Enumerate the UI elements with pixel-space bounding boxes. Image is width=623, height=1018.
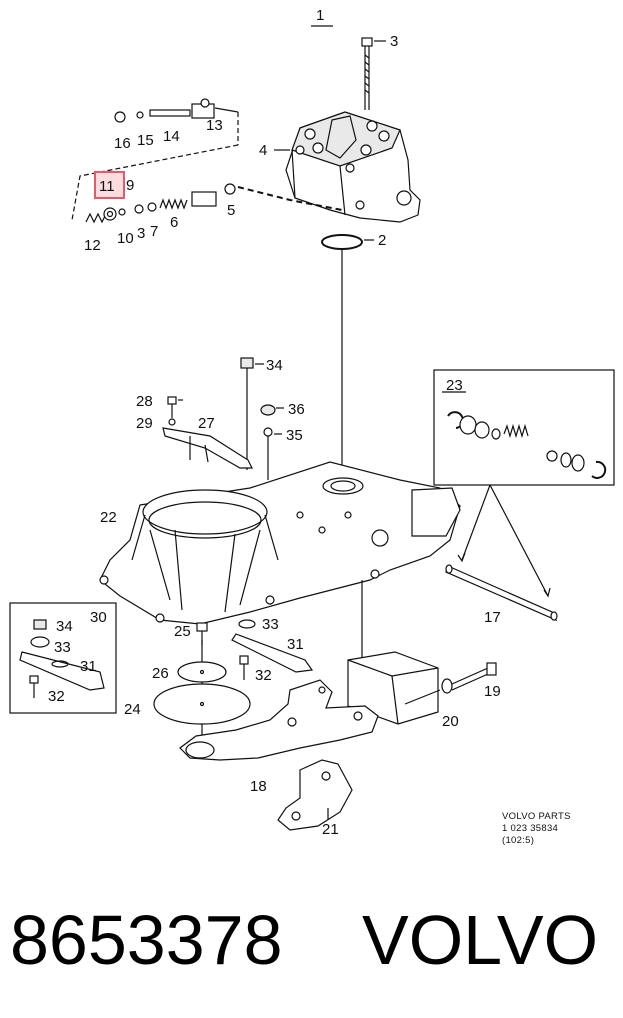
rod-22-drawing — [445, 564, 558, 622]
callout-32b: 32 — [48, 688, 65, 705]
block-20-bolt-19-drawing — [347, 651, 497, 725]
stamp-line-3: (102:5) — [502, 835, 534, 846]
callout-34b: 34 — [56, 618, 73, 635]
callout-28: 28 — [136, 393, 153, 410]
callout-35: 35 — [286, 427, 303, 444]
valve-assembly-upper-drawing — [114, 98, 239, 145]
throttle-lever-18-drawing — [179, 679, 379, 761]
stamp-line-1: VOLVO PARTS — [502, 811, 571, 822]
callout-22: 17 — [484, 609, 501, 626]
regulator-housing-4-drawing — [285, 111, 421, 223]
part-number-caption: 8653378 — [10, 901, 283, 979]
callout-13: 13 — [206, 117, 223, 134]
callout-15: 15 — [137, 132, 154, 149]
callout-10: 10 — [117, 230, 134, 247]
callout-33b: 33 — [54, 639, 71, 656]
callout-2: 2 — [378, 232, 386, 249]
callout-9: 9 — [126, 177, 134, 194]
throttle-body-17-drawing — [99, 461, 461, 625]
o-ring-2-drawing — [321, 234, 363, 250]
valve-assembly-lower-drawing — [85, 183, 236, 224]
callout-4: 4 — [259, 142, 267, 159]
callout-34: 34 — [266, 357, 283, 374]
callout-18: 18 — [250, 778, 267, 795]
callout-33: 33 — [262, 616, 279, 633]
callout-14: 14 — [163, 128, 180, 145]
bracket-31-drawing — [231, 619, 314, 680]
callout-20: 20 — [442, 713, 459, 730]
callout-29: 29 — [136, 415, 153, 432]
nut-34-drawing — [240, 357, 264, 470]
callout-26: 26 — [152, 665, 169, 682]
callout-19: 19 — [484, 683, 501, 700]
bracket-21-drawing — [277, 759, 353, 831]
callout-31: 31 — [287, 636, 304, 653]
group-label: 1 — [316, 7, 324, 24]
callout-30: 30 — [90, 609, 107, 626]
grommet-36-screw-35-drawing — [260, 404, 284, 480]
callout-6: 6 — [170, 214, 178, 231]
throttle-plate-24-26-drawing — [153, 622, 251, 725]
callout-24: 24 — [124, 701, 141, 718]
parts-exploded-diagram: 1 3 4 2 1 — [9, 7, 615, 846]
callout-27: 27 — [198, 415, 215, 432]
inset-23-drawing — [433, 369, 615, 598]
callout-36: 36 — [288, 401, 305, 418]
callout-32: 32 — [255, 667, 272, 684]
callout-12: 12 — [84, 237, 101, 254]
callout-3b: 3 — [137, 225, 145, 242]
bolt-3-drawing — [361, 37, 386, 110]
callout-7: 7 — [150, 223, 158, 240]
callout-17: 22 — [100, 509, 117, 526]
callout-16: 16 — [114, 135, 131, 152]
callout-23: 23 — [446, 377, 463, 394]
part-11-highlight — [94, 171, 125, 199]
callout-21: 21 — [322, 821, 339, 838]
callout-3: 3 — [390, 33, 398, 50]
brand-caption: VOLVO — [362, 901, 599, 979]
callout-11-highlighted: 11 — [99, 178, 115, 195]
callout-31b: 31 — [80, 658, 97, 675]
bracket-27-drawing — [162, 396, 253, 469]
inset-30-drawing — [9, 602, 117, 714]
stamp-line-2: 1 023 35834 — [502, 823, 558, 834]
callout-5: 5 — [227, 202, 235, 219]
callout-25: 25 — [174, 623, 191, 640]
